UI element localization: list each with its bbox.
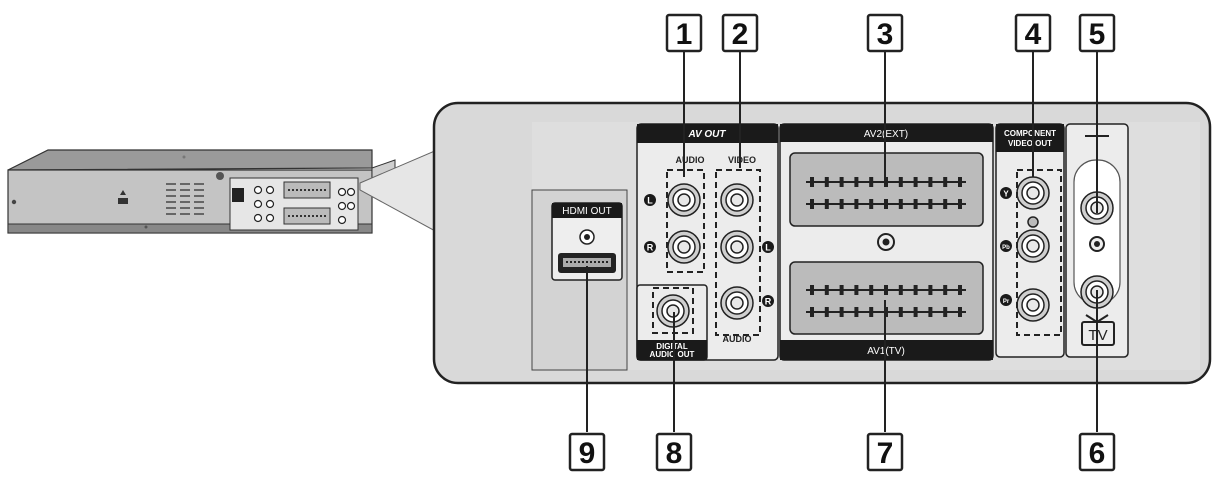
callout-number: 7 — [877, 437, 894, 470]
av-out-label: AV OUT — [687, 129, 726, 140]
callout-box — [1014, 13, 1052, 53]
jack-l-right: L — [765, 243, 771, 253]
rca-jack — [667, 183, 701, 217]
callout-number: 6 — [1089, 437, 1106, 470]
callout-7: 7 — [866, 432, 904, 472]
rca-jack — [720, 183, 754, 217]
device-vent — [166, 183, 204, 215]
rca-jack — [720, 230, 754, 264]
callout-number: 1 — [676, 18, 693, 51]
callout-number: 3 — [877, 18, 894, 51]
callout-layer: 1 2 3 4 5 6 7 8 9 — [568, 13, 1116, 472]
highlight-box-component — [1016, 169, 1062, 336]
callout-9: 9 — [568, 432, 606, 472]
callout-box — [721, 13, 759, 53]
scart-pin-row — [806, 177, 966, 187]
av-video-label: VIDEO — [728, 155, 756, 165]
rca-jack — [1016, 288, 1050, 322]
device-jack-area — [229, 177, 359, 231]
badge-l-right — [762, 241, 774, 253]
callout-number: 2 — [732, 18, 749, 51]
component-label-line2: VIDEO OUT — [1008, 139, 1052, 148]
callout-1: 1 — [665, 13, 703, 53]
av-audio-bottom-label: AUDIO — [723, 334, 752, 344]
callout-box — [866, 432, 904, 472]
hdmi-out-label: HDMI OUT — [562, 206, 611, 217]
highlight-box-av-video — [715, 169, 761, 336]
device-overview — [7, 149, 396, 234]
scart-pin-row — [806, 199, 966, 209]
comp-pr-label: Pr — [1003, 299, 1010, 305]
callout-box — [866, 13, 904, 53]
rca-jack — [656, 294, 690, 328]
digital-label-line1: DIGITAL — [656, 342, 688, 351]
comp-pb-label: Pb — [1002, 245, 1010, 251]
badge-r-left — [644, 241, 656, 253]
digital-label-line2: AUDIO OUT — [650, 350, 695, 359]
badge-l-left — [644, 194, 656, 206]
device-warning-icon — [118, 190, 128, 204]
callout-5: 5 — [1078, 13, 1116, 53]
callout-8: 8 — [655, 432, 693, 472]
scart-pins — [806, 177, 966, 317]
leader-lines — [586, 52, 1098, 432]
callout-box — [1078, 432, 1116, 472]
callout-6: 6 — [1078, 432, 1116, 472]
rca-jack — [720, 286, 754, 320]
av-audio-top-label: AUDIO — [676, 155, 705, 165]
jack-r-left: R — [647, 243, 654, 253]
callout-number: 9 — [579, 437, 596, 470]
comp-y-label: Y — [1003, 190, 1009, 199]
rca-jack — [1016, 176, 1050, 210]
jack-r-right: R — [765, 297, 772, 307]
scart-section — [779, 123, 994, 361]
callout-box — [568, 432, 606, 472]
callout-4: 4 — [1014, 13, 1052, 53]
hdmi-section — [551, 202, 623, 281]
badge-y — [1000, 187, 1012, 199]
callout-number: 5 — [1089, 18, 1106, 51]
badge-pr — [1000, 294, 1012, 306]
badge-r-right — [762, 295, 774, 307]
callout-3: 3 — [866, 13, 904, 53]
callout-box — [655, 432, 693, 472]
callout-box — [1078, 13, 1116, 53]
rca-jack — [1016, 229, 1050, 263]
callout-2: 2 — [721, 13, 759, 53]
callout-number: 4 — [1025, 18, 1042, 51]
scart-pin-row — [806, 285, 966, 295]
rca-jack — [667, 230, 701, 264]
component-label-line1: COMPONENT — [1004, 129, 1056, 138]
badge-pb — [1000, 240, 1012, 252]
callout-box — [665, 13, 703, 53]
jack-l-left: L — [647, 196, 653, 206]
callout-number: 8 — [666, 437, 683, 470]
